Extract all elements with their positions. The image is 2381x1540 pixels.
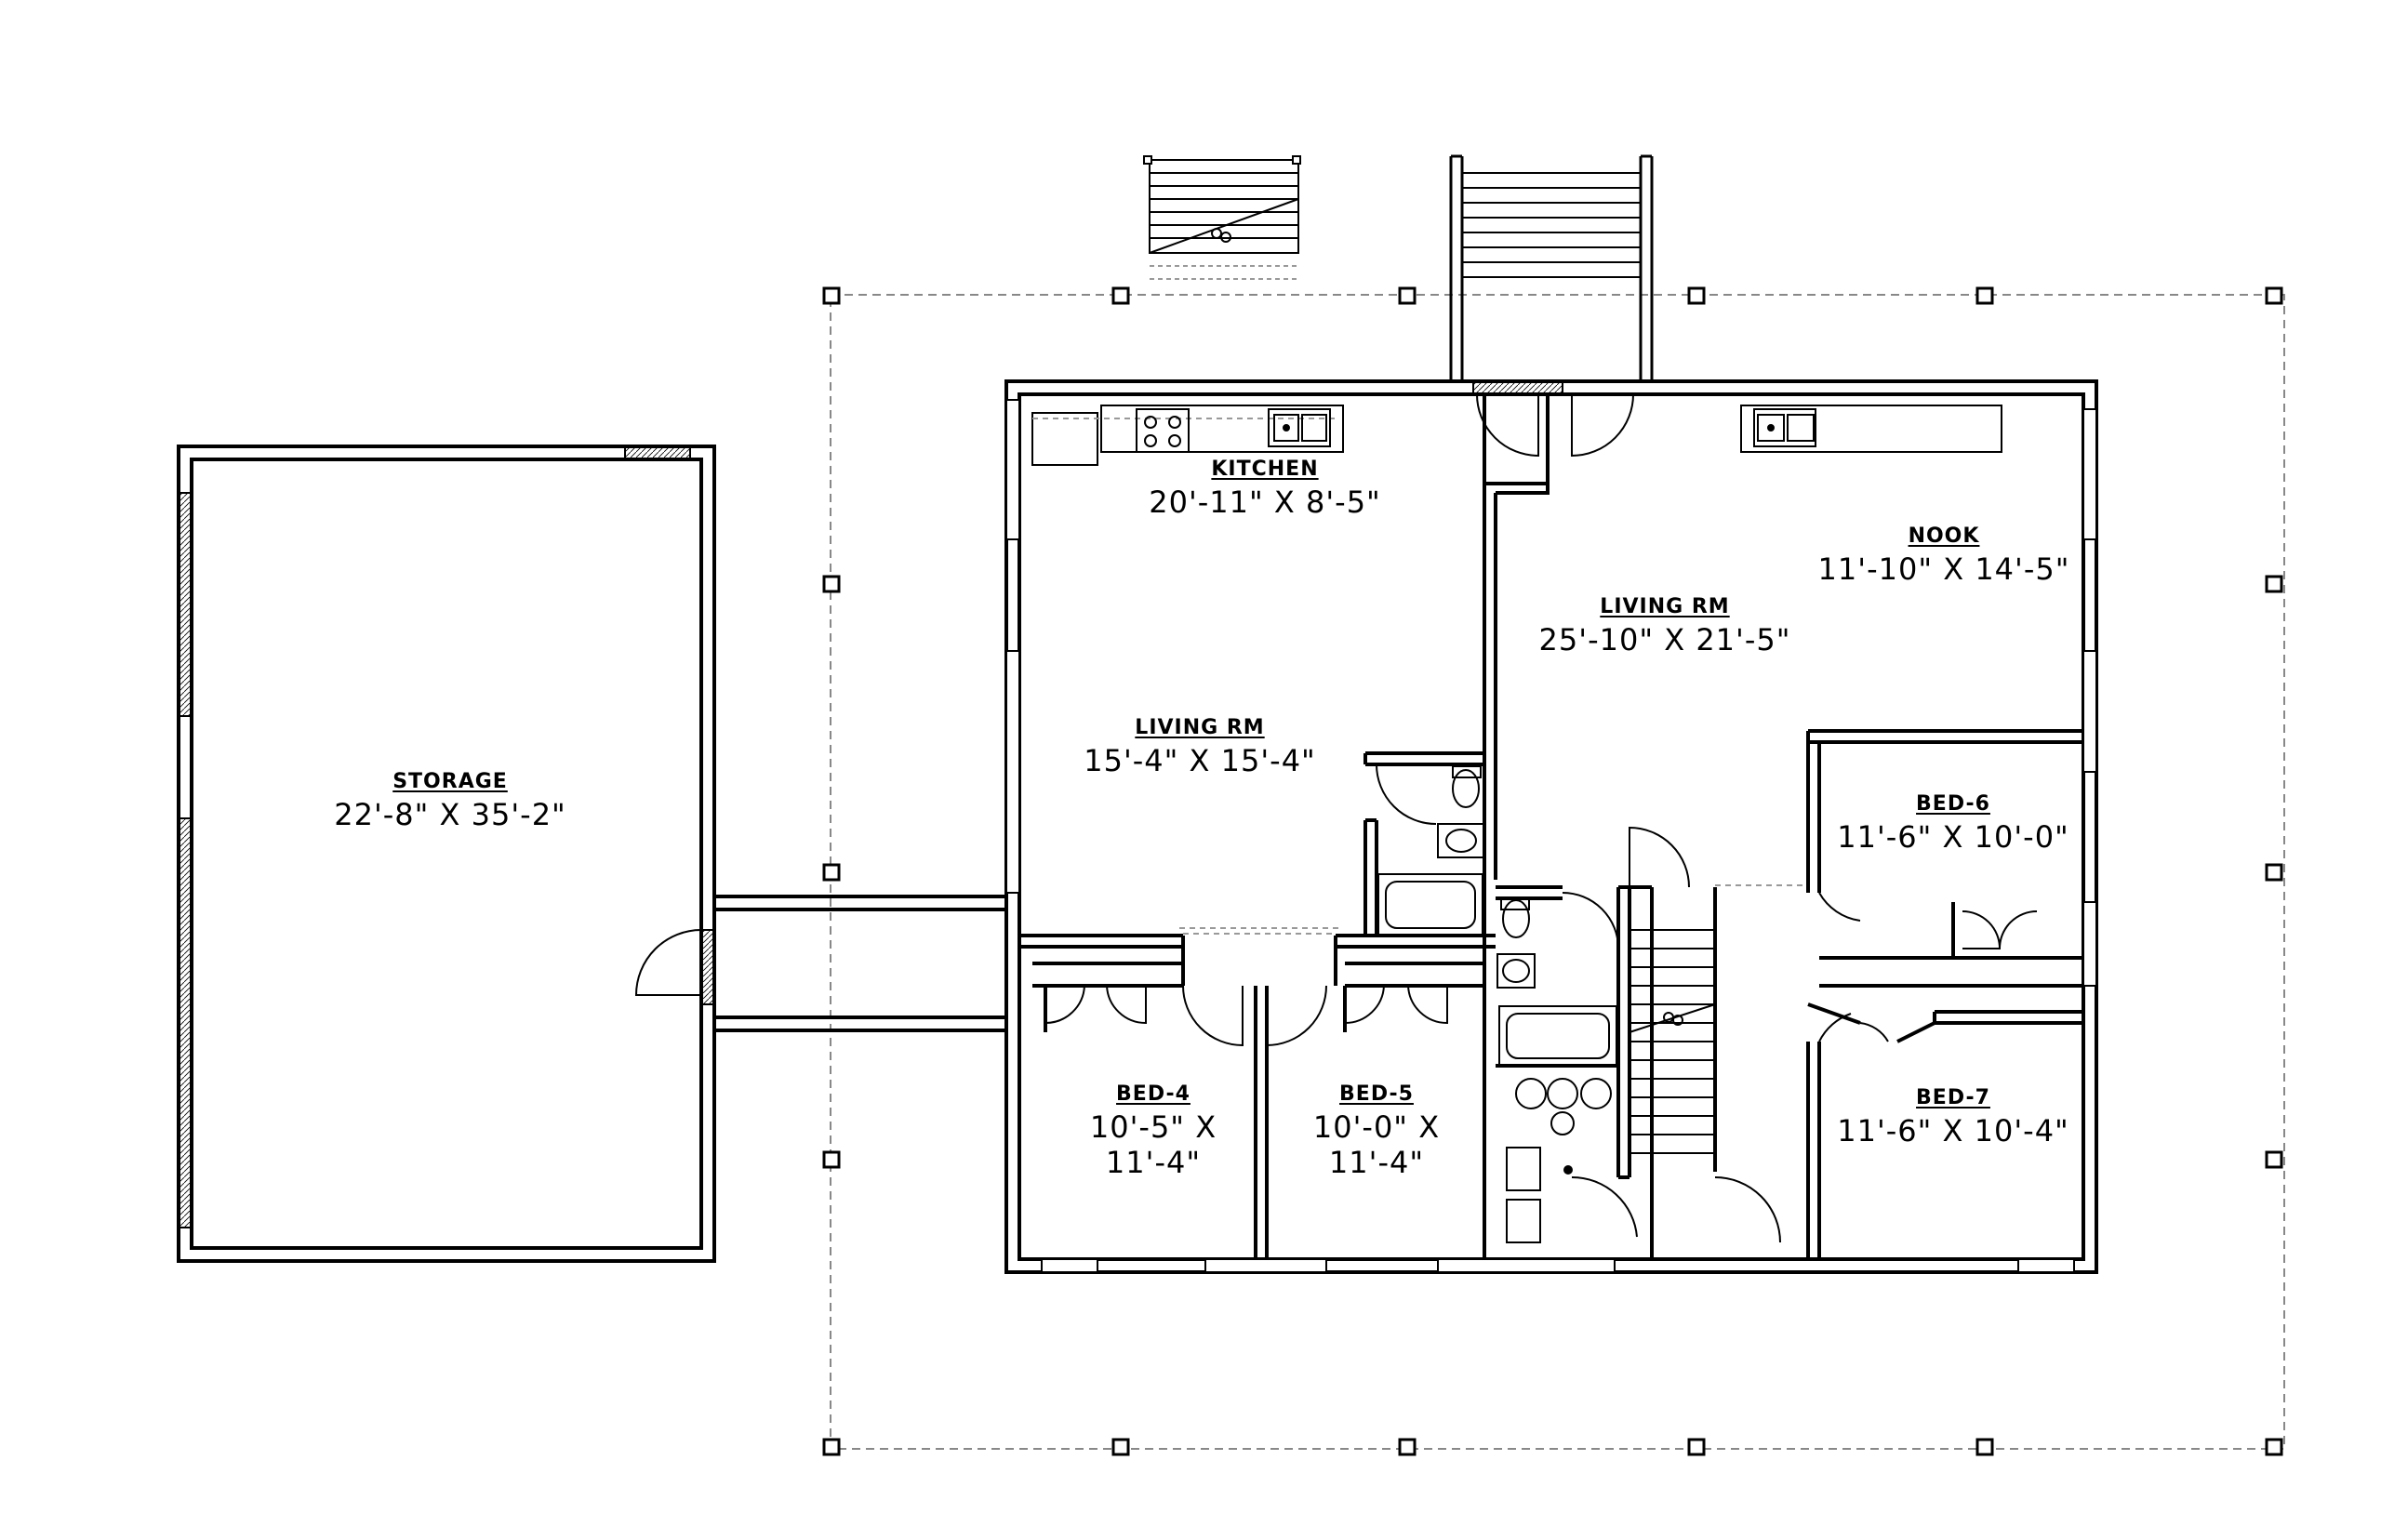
porch-posts	[822, 286, 2283, 1456]
room-living-main: LIVING RM 25'-10" X 21'-5"	[1539, 595, 1791, 657]
room-dimensions: 20'-11" X 8'-5"	[1149, 485, 1381, 520]
entry-stair	[1449, 154, 1654, 381]
interior-stair	[1629, 929, 1716, 1154]
room-dimensions-2: 11'-4"	[1328, 1145, 1425, 1180]
bath-fixtures	[1377, 765, 1617, 1243]
room-dimensions: 10'-5" X	[1089, 1109, 1217, 1145]
room-dimensions-2: 11'-4"	[1105, 1145, 1202, 1180]
room-nook: NOOK 11'-10" X 14'-5"	[1818, 524, 2070, 587]
room-name: NOOK	[1908, 524, 1980, 548]
room-dimensions: 11'-10" X 14'-5"	[1817, 551, 2070, 587]
room-kitchen: KITCHEN 20'-11" X 8'-5"	[1149, 458, 1381, 520]
storage-building	[177, 445, 716, 1263]
nook-counter	[1740, 405, 2002, 453]
room-dimensions: 11'-6" X 10'-4"	[1837, 1113, 2069, 1148]
room-name: BED-7	[1916, 1086, 1990, 1109]
room-living-left: LIVING RM 15'-4" X 15'-4"	[1084, 716, 1316, 778]
room-dimensions: 25'-10" X 21'-5"	[1538, 622, 1791, 657]
room-name: BED-5	[1339, 1082, 1414, 1106]
room-name: LIVING RM	[1600, 595, 1730, 618]
room-name: LIVING RM	[1135, 716, 1265, 739]
room-bed-7: BED-7 11'-6" X 10'-4"	[1837, 1086, 2069, 1148]
small-stair	[1143, 155, 1301, 280]
porch-outline	[830, 294, 2285, 1450]
house-exterior	[1004, 379, 2098, 1274]
room-dimensions: 11'-6" X 10'-0"	[1837, 819, 2069, 855]
room-dimensions: 10'-0" X	[1312, 1109, 1441, 1145]
entry-doors	[1476, 393, 1634, 458]
breezeway	[714, 895, 1006, 1032]
room-name: BED-6	[1916, 792, 1990, 816]
kitchen-counter	[1031, 405, 1344, 466]
room-name: KITCHEN	[1211, 458, 1319, 481]
room-bed-5: BED-5 10'-0" X 11'-4"	[1313, 1082, 1440, 1180]
closet-doors	[1044, 826, 2038, 1243]
room-bed-4: BED-4 10'-5" X 11'-4"	[1090, 1082, 1217, 1180]
room-name: STORAGE	[392, 770, 508, 793]
room-storage: STORAGE 22'-8" X 35'-2"	[334, 770, 566, 832]
room-bed-6: BED-6 11'-6" X 10'-0"	[1837, 792, 2069, 855]
room-dimensions: 15'-4" X 15'-4"	[1084, 743, 1316, 778]
room-dimensions: 22'-8" X 35'-2"	[334, 797, 566, 832]
room-name: BED-4	[1116, 1082, 1190, 1106]
interior-walls	[1019, 394, 2083, 1259]
